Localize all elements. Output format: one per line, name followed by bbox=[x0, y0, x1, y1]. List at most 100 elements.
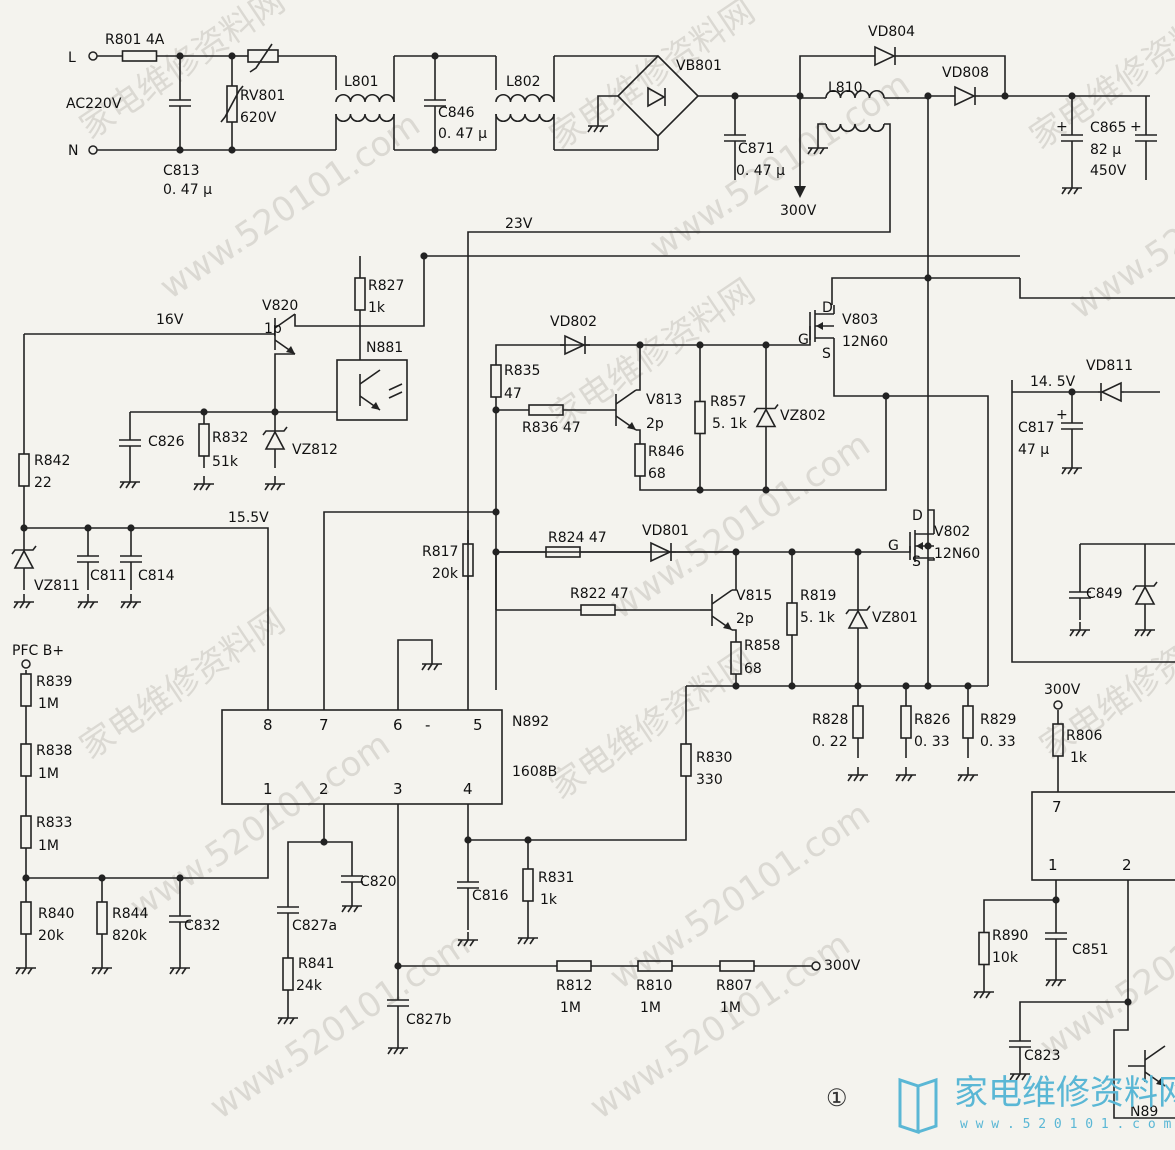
ground-hatch bbox=[1045, 979, 1051, 987]
terminal bbox=[88, 145, 98, 155]
junction-dot bbox=[1001, 92, 1009, 100]
pin-label-s: S bbox=[822, 346, 831, 362]
label-r846-value: 68 bbox=[648, 466, 666, 482]
label-c871-value: 0. 47 μ bbox=[736, 163, 785, 179]
label-r830-value: 330 bbox=[696, 772, 723, 788]
inductor-winding bbox=[495, 94, 555, 103]
label-v802-value: 12N60 bbox=[934, 546, 980, 562]
ground-hatch bbox=[276, 483, 282, 491]
ground-hatch bbox=[353, 905, 359, 913]
label-r824: R824 47 bbox=[548, 530, 607, 546]
label-r832: R832 bbox=[212, 430, 248, 446]
net-16v: 16V bbox=[156, 312, 184, 328]
wire bbox=[495, 326, 811, 365]
label-vz812: VZ812 bbox=[292, 442, 338, 458]
inductor-winding bbox=[335, 113, 395, 122]
ic-pin-top: 8 bbox=[263, 716, 273, 734]
ic-pin-bottom: 1 bbox=[263, 780, 273, 798]
ground-hatch bbox=[1067, 187, 1073, 195]
diode bbox=[650, 541, 672, 563]
ground-hatch bbox=[77, 601, 83, 609]
ground-symbol bbox=[421, 656, 442, 671]
label-r833-value: 1M bbox=[38, 838, 59, 854]
ic-pin-top: - bbox=[425, 716, 430, 734]
watermark-text: www.520101.com bbox=[1033, 864, 1175, 1067]
ground-hatch bbox=[270, 483, 276, 491]
label-c823: C823 bbox=[1024, 1048, 1061, 1064]
ground-hatch bbox=[853, 774, 859, 782]
wire bbox=[1011, 380, 1175, 663]
label-vd801: VD801 bbox=[642, 523, 689, 539]
wire bbox=[799, 55, 860, 96]
label-r841-value: 24k bbox=[296, 978, 323, 994]
ground-hatch bbox=[97, 967, 103, 975]
label-vd804: VD804 bbox=[868, 24, 915, 40]
ground-hatch bbox=[1061, 467, 1067, 475]
label-r810: R810 bbox=[636, 978, 672, 994]
thermistor bbox=[247, 49, 279, 63]
label-r831: R831 bbox=[538, 870, 574, 886]
ground-hatch bbox=[205, 483, 211, 491]
label-r890-value: 10k bbox=[992, 950, 1019, 966]
label-r829-value: 0. 33 bbox=[980, 734, 1016, 750]
label-c865: C865 bbox=[1090, 120, 1127, 136]
ground-symbol bbox=[1045, 972, 1066, 987]
label-c851: C851 bbox=[1072, 942, 1109, 958]
ground-hatch bbox=[181, 967, 187, 975]
wire bbox=[597, 95, 618, 118]
ground-symbol bbox=[957, 767, 978, 782]
mosfet-arrow bbox=[816, 322, 823, 330]
logo-url: w w w . 5 2 0 1 0 1 . c o m bbox=[960, 1117, 1171, 1132]
label-r842: R842 bbox=[34, 453, 70, 469]
label-v803: V803 bbox=[842, 312, 878, 328]
resistor bbox=[198, 423, 210, 457]
zener-diode bbox=[13, 549, 35, 569]
label-v803-value: 12N60 bbox=[842, 334, 888, 350]
logo-title: 家电维修资料网 bbox=[954, 1073, 1175, 1113]
ground-hatch bbox=[1075, 629, 1081, 637]
arrow-300v bbox=[794, 186, 806, 198]
label-c817-value: 47 μ bbox=[1018, 442, 1049, 458]
ic-pin-bottom: 2 bbox=[319, 780, 329, 798]
terminal bbox=[21, 659, 31, 669]
ground-hatch bbox=[807, 147, 813, 155]
label-r838-value: 1M bbox=[38, 766, 59, 782]
resistor bbox=[900, 705, 912, 739]
label-r835: R835 bbox=[504, 363, 540, 379]
label-r858: R858 bbox=[744, 638, 780, 654]
ground-symbol bbox=[169, 960, 190, 975]
varistor-slash bbox=[220, 85, 244, 123]
resistor bbox=[786, 602, 798, 636]
ground-hatch bbox=[119, 481, 125, 489]
resistor bbox=[522, 868, 534, 902]
ic-pin-top: 7 bbox=[319, 716, 329, 734]
diode bbox=[1100, 381, 1122, 403]
ground-hatch bbox=[819, 147, 825, 155]
resistor bbox=[978, 931, 990, 966]
watermark-text: www.520101.com bbox=[153, 104, 428, 307]
optocoupler-n881 bbox=[336, 359, 408, 421]
ground-symbol bbox=[119, 474, 140, 489]
ground-symbol bbox=[387, 1040, 408, 1055]
label-l810: L810 bbox=[828, 80, 863, 96]
site-logo bbox=[898, 1077, 938, 1135]
pin-label-g: G bbox=[798, 332, 809, 348]
ground-hatch bbox=[813, 147, 819, 155]
ground-hatch bbox=[1061, 187, 1067, 195]
ground-hatch bbox=[1081, 629, 1087, 637]
bjt-collector bbox=[359, 369, 381, 385]
wire bbox=[26, 804, 269, 879]
wire bbox=[732, 552, 737, 591]
ground-hatch bbox=[421, 663, 427, 671]
ground-symbol bbox=[1009, 1066, 1030, 1081]
label-r819-value: 5. 1k bbox=[800, 610, 836, 626]
ground-symbol bbox=[13, 594, 34, 609]
wire bbox=[1113, 1002, 1175, 1119]
wire bbox=[983, 899, 1056, 925]
ground-hatch bbox=[427, 663, 433, 671]
label-vd808: VD808 bbox=[942, 65, 989, 81]
ground-symbol bbox=[341, 898, 362, 913]
zener-bar bbox=[845, 605, 871, 615]
label-v815: V815 bbox=[736, 588, 772, 604]
label-c832: C832 bbox=[184, 918, 221, 934]
